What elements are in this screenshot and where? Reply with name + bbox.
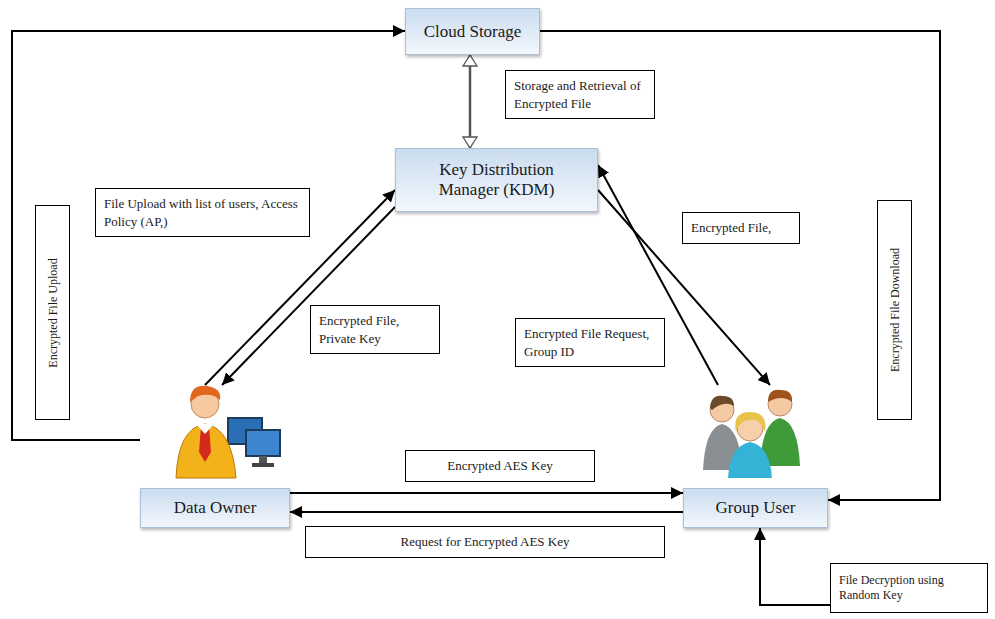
arrow-label-box: File Upload with list of users, Access P… [95,188,310,237]
node-text: Key Distribution Manager (KDM) [422,160,572,200]
arrow-label-box: Encrypted File Request, Group ID [515,318,665,367]
actor-box: Data Owner [140,385,290,528]
storage-box: Cloud Storage [405,8,540,55]
group-user-icon [703,390,800,478]
arrow-label-box: Encrypted File, Private Key [310,305,440,354]
actor-box: Group User [683,385,828,528]
arrow-label-box: Encrypted File Download [877,200,912,420]
arrow-label-box: Request for Encrypted AES Key [305,526,665,558]
arrow-label: Encrypted AES Key [414,457,586,475]
hair [190,386,220,402]
hair [768,390,792,402]
flow-arrow [290,492,683,494]
box-outline: Data Owner [140,488,290,528]
box-outline: File Decryption using Random Key [830,563,988,613]
node-text: Group User [716,498,796,518]
flow-arrow [760,528,830,605]
arrow-label-box: Storage and Retrieval of Encrypted File [505,70,655,119]
arrow-label-box: Encrypted AES Key [405,450,595,482]
arrow-label: File Upload with list of users, Access P… [104,195,301,230]
box-outline: Cloud Storage [405,8,540,55]
arrow-label-box: Encrypted File, [682,212,800,244]
monitor [246,430,280,456]
node-text: File Decryption using Random Key [839,573,979,603]
arrow-label: Encrypted File Download [886,248,902,372]
flow-arrow [12,31,405,440]
data-owner-icon [176,386,280,478]
node-text: Cloud Storage [424,22,522,42]
arrow-label: Encrypted File Request, Group ID [524,325,656,360]
arrow-label: Storage and Retrieval of Encrypted File [514,77,646,112]
arrow-label: Encrypted File, Private Key [319,312,431,347]
arrow-label-box: Encrypted File Upload [35,205,70,420]
manager-box: Key Distribution Manager (KDM) [395,148,598,212]
hair [735,412,765,432]
arrow-label: Encrypted File, [691,219,791,237]
note-box: File Decryption using Random Key [830,563,988,613]
arrow-label: Encrypted File Upload [44,258,60,367]
node-text: Data Owner [174,498,257,518]
double-arrow [469,55,472,148]
collar [196,424,214,434]
box-outline: Group User [683,488,828,528]
flow-arrow [290,511,683,513]
box-outline: Key Distribution Manager (KDM) [395,148,598,212]
monitor-stand [259,456,267,464]
monitor-stand [252,463,274,467]
person-body [176,424,236,478]
person-body [728,442,772,478]
arrow-label: Request for Encrypted AES Key [314,533,656,551]
hair [710,396,734,410]
